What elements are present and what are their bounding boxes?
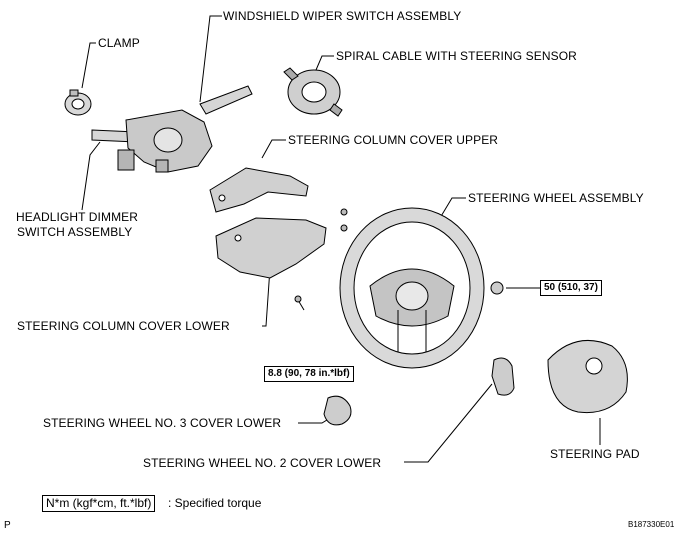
torque-box-pad-bolts: 8.8 (90, 78 in.*lbf) — [264, 366, 354, 382]
label-headlight-switch-line1: HEADLIGHT DIMMER — [16, 210, 139, 224]
page-mark: P — [4, 520, 11, 531]
leader-clamp — [81, 42, 96, 89]
torque-box-wheel-nut: 50 (510, 37) — [540, 280, 602, 296]
clamp-part — [64, 89, 92, 116]
screws — [294, 208, 348, 311]
label-steering-pad: STEERING PAD — [550, 447, 640, 461]
leader-headlight-switch — [81, 141, 101, 211]
leader-spiral-cable — [315, 55, 334, 71]
column-cover-upper-part — [209, 167, 309, 213]
spiral-cable-part — [283, 67, 343, 117]
legend-torque-unit: N*m (kgf*cm, ft.*lbf) — [42, 495, 156, 512]
legend-description: : Specified torque — [168, 496, 262, 510]
steering-wheel-part — [339, 207, 485, 369]
leader-column-cover-lower — [262, 267, 271, 327]
steering-wheel-nut — [490, 281, 504, 295]
label-headlight-switch-line2: SWITCH ASSEMBLY — [17, 225, 133, 239]
leader-steering-wheel — [439, 197, 466, 219]
no3-cover-lower-part — [323, 395, 352, 426]
label-clamp: CLAMP — [98, 36, 140, 50]
steering-pad-part — [547, 339, 628, 414]
label-no2-cover-lower: STEERING WHEEL NO. 2 COVER LOWER — [143, 456, 382, 470]
label-steering-wheel: STEERING WHEEL ASSEMBLY — [468, 191, 644, 205]
combination-switch-part — [91, 85, 253, 173]
label-no3-cover-lower: STEERING WHEEL NO. 3 COVER LOWER — [43, 416, 282, 430]
label-wiper-switch: WINDSHIELD WIPER SWITCH ASSEMBLY — [223, 9, 462, 23]
leader-no2-cover — [404, 383, 493, 463]
no2-cover-lower-part — [491, 357, 515, 396]
label-column-cover-upper: STEERING COLUMN COVER UPPER — [288, 133, 499, 147]
label-spiral-cable: SPIRAL CABLE WITH STEERING SENSOR — [336, 49, 577, 63]
figure-id: B187330E01 — [628, 520, 675, 529]
column-cover-lower-part — [215, 217, 327, 279]
leader-wiper-switch — [199, 15, 222, 103]
label-column-cover-lower: STEERING COLUMN COVER LOWER — [17, 319, 230, 333]
leader-column-cover-upper — [261, 139, 286, 159]
